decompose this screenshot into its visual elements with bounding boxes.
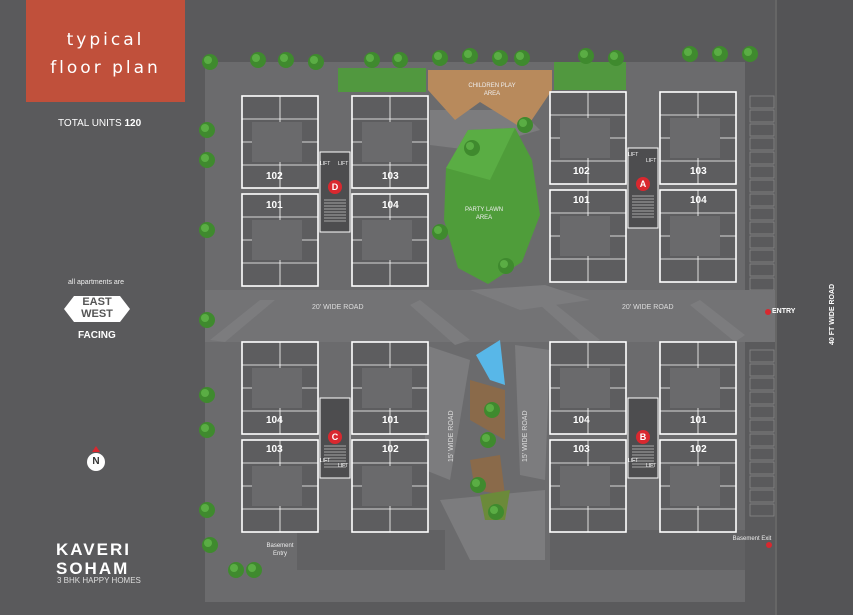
unit-number: 104 [573, 415, 590, 426]
unit-number: 102 [690, 444, 707, 455]
east-west-badge: EAST WEST [64, 292, 130, 326]
green-strip-left [338, 68, 426, 92]
east-label: EAST [82, 296, 112, 308]
brand-name-line2: SOHAM [56, 559, 130, 578]
unit-number: 103 [573, 444, 590, 455]
tower-footprint [241, 95, 429, 287]
lift-label: LIFT [320, 161, 331, 167]
basement-exit-marker-icon [766, 542, 772, 548]
lift-label: LIFT [338, 463, 349, 469]
total-units: TOTAL UNITS 120 [58, 118, 141, 129]
unit-number: 101 [690, 415, 707, 426]
tower-a-marker: A [636, 177, 650, 191]
lift-label: LIFT [646, 463, 657, 469]
unit-number: 102 [573, 166, 590, 177]
basement-exit-label: Basement Exit [732, 536, 772, 542]
road-label-20-right: 20' WIDE ROAD [622, 304, 674, 311]
unit-number: 101 [382, 415, 399, 426]
brand-name-line1: KAVERI [56, 540, 131, 559]
title-box: typical floor plan [26, 0, 185, 102]
parking-strip [749, 95, 775, 517]
entry-marker-icon [765, 309, 771, 315]
orientation-caption: all apartments are [68, 279, 125, 286]
compass-north-icon: N [86, 446, 106, 474]
children-play-label: CHILDREN PLAY AREA [468, 83, 516, 97]
title-line-2: floor plan [50, 58, 161, 78]
swimming-pool [476, 340, 505, 385]
total-units-value: 120 [124, 118, 142, 129]
tower-d-marker: D [328, 180, 342, 194]
road-label-40: 40 FT WIDE ROAD [829, 283, 836, 345]
unit-number: 104 [382, 200, 399, 211]
tower-footprint [241, 341, 429, 533]
lift-label: LIFT [338, 161, 349, 167]
entry-label: ENTRY [772, 308, 796, 315]
trees [199, 46, 758, 578]
lift-label: LIFT [628, 458, 639, 464]
unit-number: 101 [573, 195, 590, 206]
basement-ramp-left [297, 530, 445, 570]
unit-number: 101 [266, 200, 283, 211]
unit-number: 103 [690, 166, 707, 177]
lift-label: LIFT [320, 458, 331, 464]
tower-footprint [549, 341, 737, 533]
road-label-20-left: 20' WIDE ROAD [312, 304, 364, 311]
tower-c-marker: C [328, 430, 342, 444]
towers [241, 91, 737, 533]
road-20-horizontal [205, 290, 775, 342]
green-strip-right [554, 62, 626, 90]
unit-number: 103 [266, 444, 283, 455]
facing-label: FACING [78, 330, 116, 341]
compass-north-label: N [92, 456, 100, 467]
unit-number: 104 [266, 415, 283, 426]
unit-number: 104 [690, 195, 707, 206]
children-play-area [428, 70, 552, 130]
main-road [775, 0, 853, 615]
party-lawn-label: PARTY LAWN AREA [464, 207, 504, 221]
brand-tagline: 3 BHK HAPPY HOMES [57, 576, 141, 585]
title-line-1: typical [66, 30, 145, 50]
basement-ramp-right [550, 530, 745, 570]
road-label-15-left: 15' WIDE ROAD [448, 410, 455, 462]
lift-label: LIFT [646, 158, 657, 164]
tower-b-marker: B [636, 430, 650, 444]
road-label-15-right: 15' WIDE ROAD [522, 410, 529, 462]
unit-number: 102 [266, 171, 283, 182]
unit-number: 102 [382, 444, 399, 455]
west-label: WEST [81, 308, 113, 320]
unit-number: 103 [382, 171, 399, 182]
total-units-label: TOTAL UNITS [58, 118, 122, 129]
lift-label: LIFT [628, 152, 639, 158]
basement-entry-label: Basement Entry [266, 543, 294, 557]
